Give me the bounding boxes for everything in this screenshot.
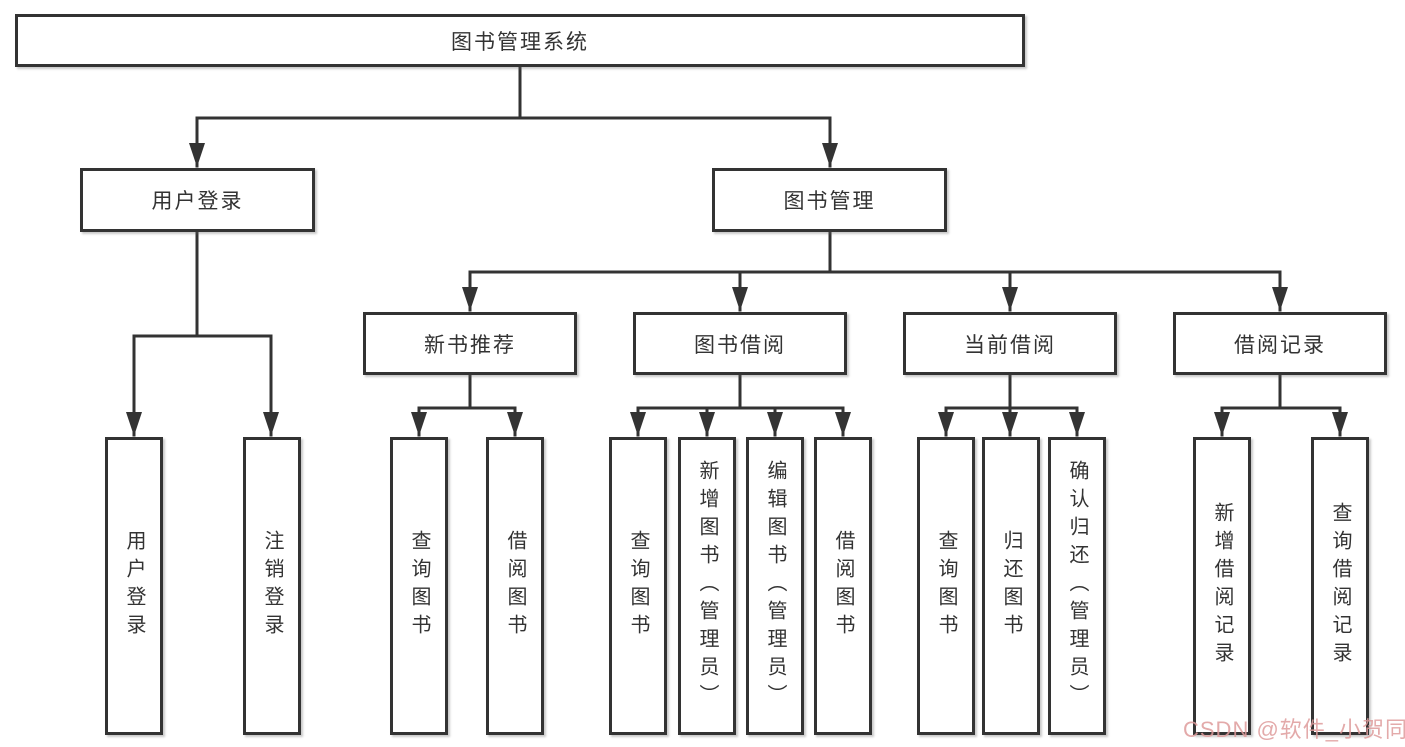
leaf-add-borrow-record: 新增借阅记录: [1193, 437, 1251, 735]
leaf-query-books-current: 查询图书: [917, 437, 975, 735]
leaf-add-book-admin-label: 新增图书（管理员）: [696, 460, 718, 712]
leaf-query-books-current-label: 查询图书: [935, 530, 957, 642]
leaf-borrow-books: 借阅图书: [814, 437, 872, 735]
leaf-query-borrow-record: 查询借阅记录: [1311, 437, 1369, 735]
node-new-book-recommend: 新书推荐: [363, 312, 577, 375]
leaf-borrow-books-recommend-label: 借阅图书: [504, 530, 526, 642]
leaf-user-login-label: 用户登录: [123, 530, 145, 642]
leaf-return-book-label: 归还图书: [1000, 530, 1022, 642]
node-book-borrow: 图书借阅: [633, 312, 847, 375]
leaf-return-book: 归还图书: [982, 437, 1040, 735]
leaf-query-books-borrow-label: 查询图书: [627, 530, 649, 642]
leaf-edit-book-admin: 编辑图书（管理员）: [746, 437, 804, 735]
node-book-management: 图书管理: [712, 168, 947, 232]
leaf-edit-book-admin-label: 编辑图书（管理员）: [764, 460, 786, 712]
leaf-add-book-admin: 新增图书（管理员）: [678, 437, 736, 735]
node-library-management-system: 图书管理系统: [15, 14, 1025, 67]
leaf-borrow-books-label: 借阅图书: [832, 530, 854, 642]
leaf-query-books-borrow: 查询图书: [609, 437, 667, 735]
leaf-query-borrow-record-label: 查询借阅记录: [1329, 502, 1351, 670]
leaf-add-borrow-record-label: 新增借阅记录: [1211, 502, 1233, 670]
node-borrow-records: 借阅记录: [1173, 312, 1387, 375]
leaf-confirm-return-admin-label: 确认归还（管理员）: [1066, 460, 1088, 712]
leaf-logout-label: 注销登录: [261, 530, 283, 642]
leaf-query-books-recommend-label: 查询图书: [408, 530, 430, 642]
node-user-login: 用户登录: [80, 168, 315, 232]
leaf-borrow-books-recommend: 借阅图书: [486, 437, 544, 735]
node-current-borrow: 当前借阅: [903, 312, 1117, 375]
leaf-user-login: 用户登录: [105, 437, 163, 735]
leaf-query-books-recommend: 查询图书: [390, 437, 448, 735]
csdn-watermark: CSDN @软件_小贺同学: [1183, 717, 1405, 742]
leaf-logout: 注销登录: [243, 437, 301, 735]
leaf-confirm-return-admin: 确认归还（管理员）: [1048, 437, 1106, 735]
